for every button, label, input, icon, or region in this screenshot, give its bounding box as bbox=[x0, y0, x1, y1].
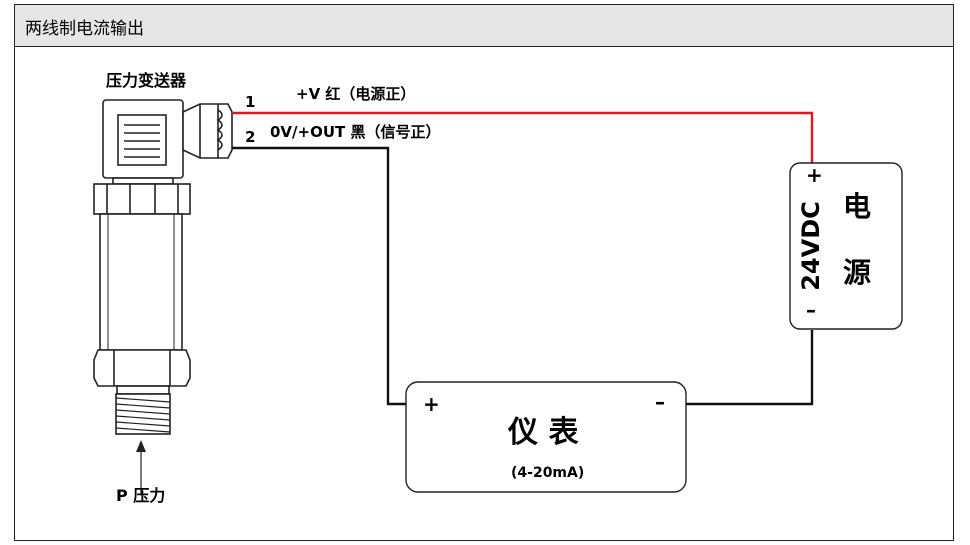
pin-1-number: 1 bbox=[245, 93, 256, 111]
plug-thread bbox=[216, 109, 223, 151]
meter-name: 仪 表 bbox=[508, 415, 579, 450]
wire-black-signal bbox=[232, 146, 407, 406]
power-supply-voltage: 24VDC bbox=[797, 201, 825, 291]
meter-range: (4-20mA) bbox=[511, 465, 585, 481]
power-supply-plus: + bbox=[806, 163, 823, 187]
power-supply-name-top: 电 bbox=[843, 190, 872, 223]
meter-minus: – bbox=[655, 390, 665, 414]
lower-hex-nut bbox=[93, 349, 191, 387]
meter-box bbox=[405, 381, 687, 493]
pressure-label: P 压力 bbox=[116, 486, 166, 505]
power-supply-box bbox=[789, 162, 903, 330]
pressure-transmitter bbox=[93, 99, 233, 435]
wire-red-positive bbox=[232, 111, 814, 166]
header-title: 两线制电流输出 bbox=[25, 19, 144, 39]
pressure-arrow-head bbox=[136, 440, 146, 452]
header-bar: 两线制电流输出 bbox=[15, 5, 953, 47]
thread-lines bbox=[115, 397, 171, 433]
upper-hex-nut bbox=[93, 183, 191, 215]
wire-2-label: 0V/+OUT 黑（信号正） bbox=[270, 123, 441, 141]
transmitter-body bbox=[99, 213, 183, 351]
transmitter-neck bbox=[112, 177, 174, 185]
meter-plus: + bbox=[423, 392, 440, 416]
wire-1-label: +V 红（电源正） bbox=[296, 85, 416, 103]
transmitter-label: 压力变送器 bbox=[106, 71, 187, 90]
cable-plug bbox=[182, 103, 233, 159]
wires bbox=[232, 111, 814, 406]
power-supply-name-bottom: 源 bbox=[843, 256, 872, 289]
pin-2-number: 2 bbox=[245, 128, 256, 146]
wire-black-return bbox=[686, 330, 814, 406]
thread-collar bbox=[116, 385, 170, 395]
power-supply-minus: – bbox=[806, 298, 816, 322]
pressure-arrow bbox=[136, 440, 146, 494]
